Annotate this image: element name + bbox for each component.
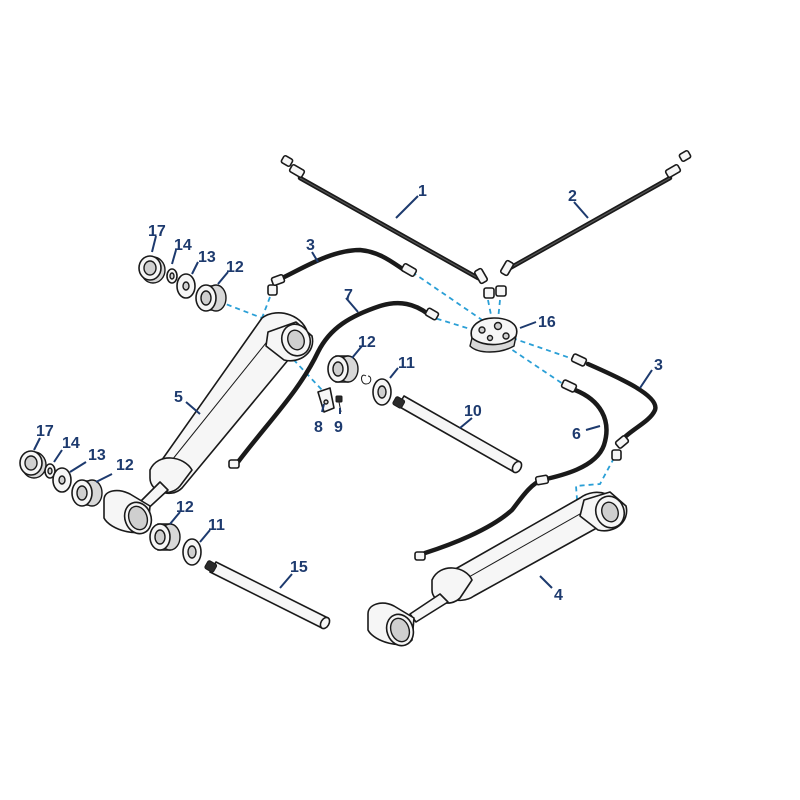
hose-7	[228, 301, 440, 469]
callout-13-lower: 13	[88, 447, 106, 464]
callout-11-lower: 11	[208, 517, 225, 534]
leader-4	[539, 575, 553, 589]
hose-2	[495, 149, 692, 297]
leader-12-middle	[351, 345, 363, 359]
leader-3-upper	[311, 251, 319, 263]
callout-10: 10	[464, 403, 482, 420]
callout-5: 5	[174, 389, 183, 406]
hose-3-upper	[267, 247, 418, 296]
ring-14-upper	[166, 268, 178, 284]
callout-labels: 1 2 3 3 4 5 6 7 8 9 10 11 11 12 12 12 12…	[36, 183, 663, 604]
washer-11-lower	[182, 538, 202, 566]
callout-17-lower: 17	[36, 423, 54, 440]
leader-lines	[33, 195, 653, 589]
leader-11-lower	[199, 529, 211, 543]
bushing-12-lower-middle	[149, 523, 181, 551]
callout-11-middle: 11	[398, 355, 415, 372]
callout-12-lower: 12	[116, 457, 134, 474]
callout-15: 15	[290, 559, 308, 576]
leader-12-upper	[217, 271, 229, 285]
callout-17-upper: 17	[148, 223, 166, 240]
callout-2: 2	[568, 188, 577, 205]
leader-3-right	[639, 369, 653, 389]
pin-10	[392, 395, 523, 474]
washer-13-upper	[176, 273, 196, 299]
bushing-12-middle	[327, 355, 359, 383]
callout-14-lower: 14	[62, 435, 80, 452]
callout-1: 1	[418, 183, 427, 200]
washer-13-lower	[52, 467, 72, 493]
clip-ring	[361, 374, 372, 385]
washer-11-middle	[372, 378, 392, 406]
hydraulic-cylinder-5	[103, 312, 314, 535]
leader-6	[585, 425, 601, 431]
hydraulic-cylinder-4	[367, 491, 628, 647]
leader-12-lower	[95, 473, 113, 483]
leader-1	[395, 195, 419, 219]
hose-1	[280, 154, 495, 299]
callout-14-upper: 14	[174, 237, 192, 254]
cap-17-upper	[138, 255, 166, 284]
callout-12-middle: 12	[358, 334, 376, 351]
leader-12-lower-middle	[169, 511, 181, 525]
leader-15	[279, 573, 293, 589]
leader-7	[345, 297, 359, 313]
leader-2	[573, 201, 589, 219]
leader-17-lower	[33, 437, 41, 451]
callout-9: 9	[334, 419, 343, 436]
hose-3-right	[570, 353, 658, 461]
leader-8	[321, 403, 325, 413]
leader-11-middle	[389, 367, 399, 379]
callout-7: 7	[344, 287, 353, 304]
leader-5	[185, 401, 201, 415]
callout-12-lower-middle: 12	[176, 499, 194, 516]
leader-17-upper	[151, 235, 157, 253]
bushing-12-lower-left	[71, 479, 103, 507]
leader-16	[519, 321, 537, 329]
leader-10	[459, 417, 473, 429]
callout-6: 6	[572, 426, 581, 443]
leader-14-upper	[171, 249, 177, 265]
manifold-block-16	[469, 317, 518, 353]
leader-14-lower	[53, 449, 63, 463]
leader-13-upper	[191, 261, 199, 275]
bracket-8	[317, 387, 335, 413]
ring-14-lower	[44, 463, 56, 479]
callout-3-upper: 3	[306, 237, 315, 254]
callout-3-right: 3	[654, 357, 663, 374]
hose-6	[414, 379, 609, 561]
callout-4: 4	[554, 587, 563, 604]
callout-13-upper: 13	[198, 249, 216, 266]
callout-12-upper: 12	[226, 259, 244, 276]
leader-13-lower	[69, 461, 87, 473]
cap-17-lower	[19, 450, 47, 479]
callout-16: 16	[538, 314, 556, 331]
pin-15	[204, 560, 331, 630]
bushing-12-upper-left	[195, 284, 227, 312]
callout-8: 8	[314, 419, 323, 436]
